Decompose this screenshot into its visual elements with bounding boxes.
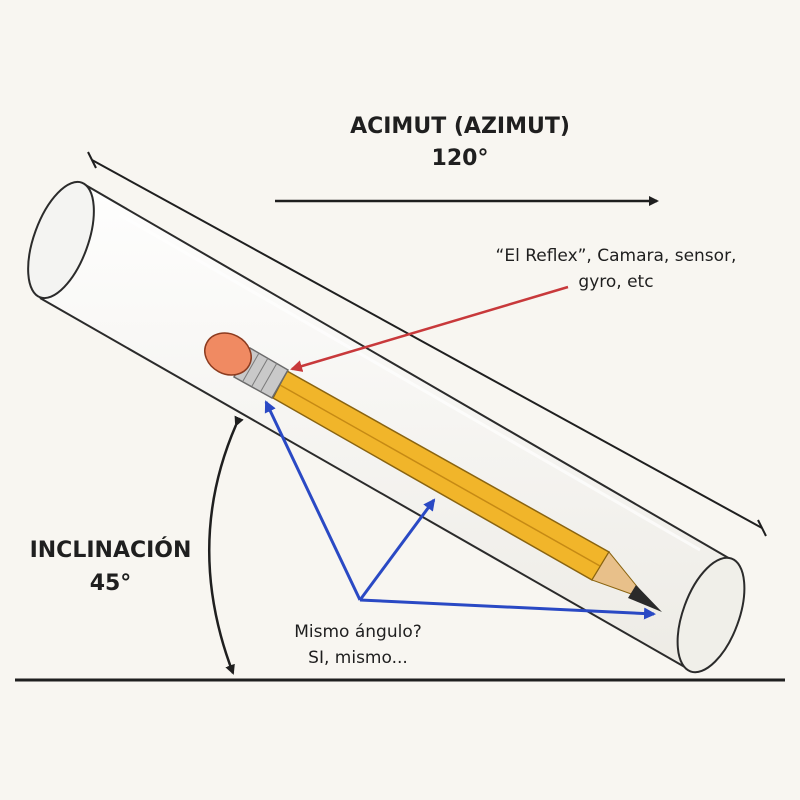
pencil-tip-wood bbox=[591, 551, 650, 602]
inclination-label: INCLINACIÓN bbox=[29, 538, 192, 563]
pencil bbox=[204, 332, 662, 612]
device-note-line1: “El Reflex”, Camara, sensor, bbox=[495, 246, 737, 266]
inclination-arc bbox=[207, 415, 244, 675]
device-note-line2: gyro, etc bbox=[578, 272, 654, 292]
vector-to-pencil-mid bbox=[358, 498, 436, 601]
vector-to-ferrule bbox=[264, 400, 362, 601]
tube-length-dimension bbox=[87, 151, 767, 537]
question-line2: SI, mismo... bbox=[308, 648, 408, 668]
device-pointer-arrow bbox=[290, 285, 569, 372]
question-line1: Mismo ángulo? bbox=[294, 622, 422, 642]
inclination-value: 45° bbox=[89, 571, 132, 596]
pencil-lead bbox=[628, 585, 662, 612]
tube-left-opening bbox=[27, 180, 95, 300]
tube-right-opening bbox=[676, 556, 746, 674]
vector-to-pencil-tip bbox=[359, 598, 656, 620]
azimuth-label: ACIMUT (AZIMUT) bbox=[350, 114, 570, 139]
angle-vectors bbox=[264, 400, 656, 620]
pencil-eraser bbox=[204, 332, 252, 376]
azimuth-value: 120° bbox=[431, 146, 489, 171]
